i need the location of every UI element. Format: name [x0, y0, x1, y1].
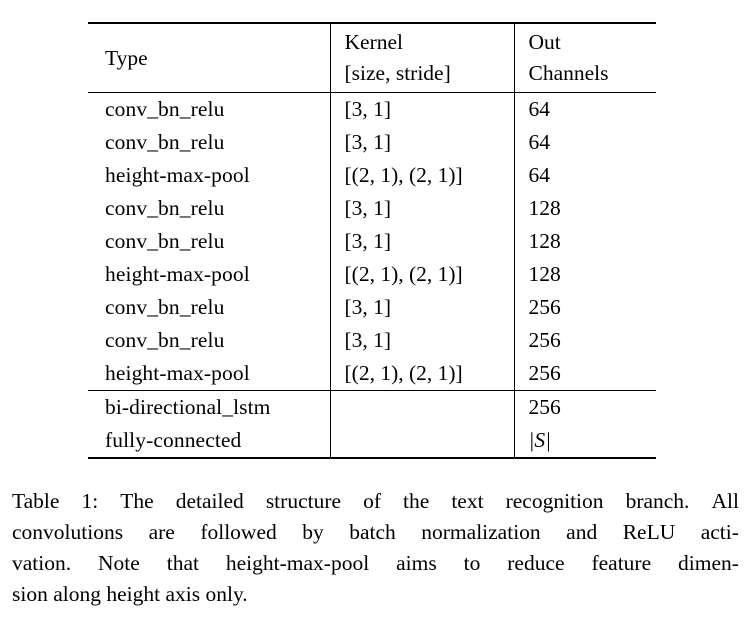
cell-kernel: [3, 1]	[344, 229, 392, 253]
cell-kernel: [(2, 1), (2, 1)]	[344, 163, 463, 187]
cell-type: fully-connected	[105, 428, 242, 452]
cell-kernel: [(2, 1), (2, 1)]	[344, 361, 463, 385]
cell-kernel: [3, 1]	[344, 295, 392, 319]
table-row: conv_bn_relu [3, 1] 256	[88, 324, 656, 357]
table-body-sequence-layers: bi-directional_lstm 256 fully-connected …	[88, 390, 656, 459]
cell-channels: |S|	[528, 428, 552, 452]
caption-line-4: sion along height axis only.	[12, 582, 248, 606]
column-header-out-channels: Out Channels	[513, 22, 656, 93]
column-header-out-channels-line-2: Channels	[528, 61, 609, 85]
table-row: conv_bn_relu [3, 1] 128	[88, 192, 656, 225]
cell-type: conv_bn_relu	[105, 229, 225, 253]
cell-channels: 64	[528, 97, 551, 121]
cell-kernel: [3, 1]	[344, 328, 392, 352]
cell-type: conv_bn_relu	[105, 295, 225, 319]
table-row: fully-connected |S|	[88, 424, 656, 459]
column-header-kernel: Kernel [size, stride]	[329, 22, 514, 93]
cell-channels: 64	[528, 163, 551, 187]
column-header-kernel-line-2: [size, stride]	[344, 61, 451, 85]
table-row: conv_bn_relu [3, 1] 256	[88, 291, 656, 324]
table-header: Type Kernel [size, stride] Out Channels	[88, 22, 656, 93]
cell-kernel: [(2, 1), (2, 1)]	[344, 262, 463, 286]
cell-channels: 128	[528, 196, 561, 220]
cell-type: height-max-pool	[105, 262, 250, 286]
cell-channels: 256	[528, 328, 561, 352]
table-body-conv-layers: conv_bn_relu [3, 1] 64 conv_bn_relu [3, …	[88, 92, 656, 391]
table-row: height-max-pool [(2, 1), (2, 1)] 64	[88, 159, 656, 192]
cell-type: conv_bn_relu	[105, 328, 225, 352]
column-header-type: Type	[88, 22, 330, 93]
text-recognition-branch-table: Type Kernel [size, stride] Out Channels …	[88, 22, 656, 459]
cell-channels: 256	[528, 295, 561, 319]
cell-type: height-max-pool	[105, 163, 250, 187]
table-header-row: Type Kernel [size, stride] Out Channels	[88, 22, 656, 93]
column-header-type-line-1: Type	[105, 46, 148, 70]
cell-channels: 128	[528, 229, 561, 253]
table-row: conv_bn_relu [3, 1] 64	[88, 126, 656, 159]
column-header-out-channels-line-1: Out	[528, 30, 561, 54]
cell-kernel: [3, 1]	[344, 196, 392, 220]
table-row: conv_bn_relu [3, 1] 64	[88, 92, 656, 126]
table-1-container: Type Kernel [size, stride] Out Channels …	[88, 22, 656, 459]
cell-channels: 128	[528, 262, 561, 286]
cell-type: conv_bn_relu	[105, 196, 225, 220]
cell-channels: 64	[528, 130, 551, 154]
cell-channels: 256	[528, 361, 561, 385]
cell-channels: 256	[528, 395, 561, 419]
table-row: height-max-pool [(2, 1), (2, 1)] 128	[88, 258, 656, 291]
table-row: conv_bn_relu [3, 1] 128	[88, 225, 656, 258]
cell-type: conv_bn_relu	[105, 130, 225, 154]
cell-type: bi-directional_lstm	[105, 395, 271, 419]
cell-kernel: [3, 1]	[344, 97, 392, 121]
cell-kernel: [3, 1]	[344, 130, 392, 154]
cell-type: height-max-pool	[105, 361, 250, 385]
cell-type: conv_bn_relu	[105, 97, 225, 121]
table-row: height-max-pool [(2, 1), (2, 1)] 256	[88, 357, 656, 391]
table-row: bi-directional_lstm 256	[88, 390, 656, 424]
column-header-kernel-line-1: Kernel	[344, 30, 404, 54]
